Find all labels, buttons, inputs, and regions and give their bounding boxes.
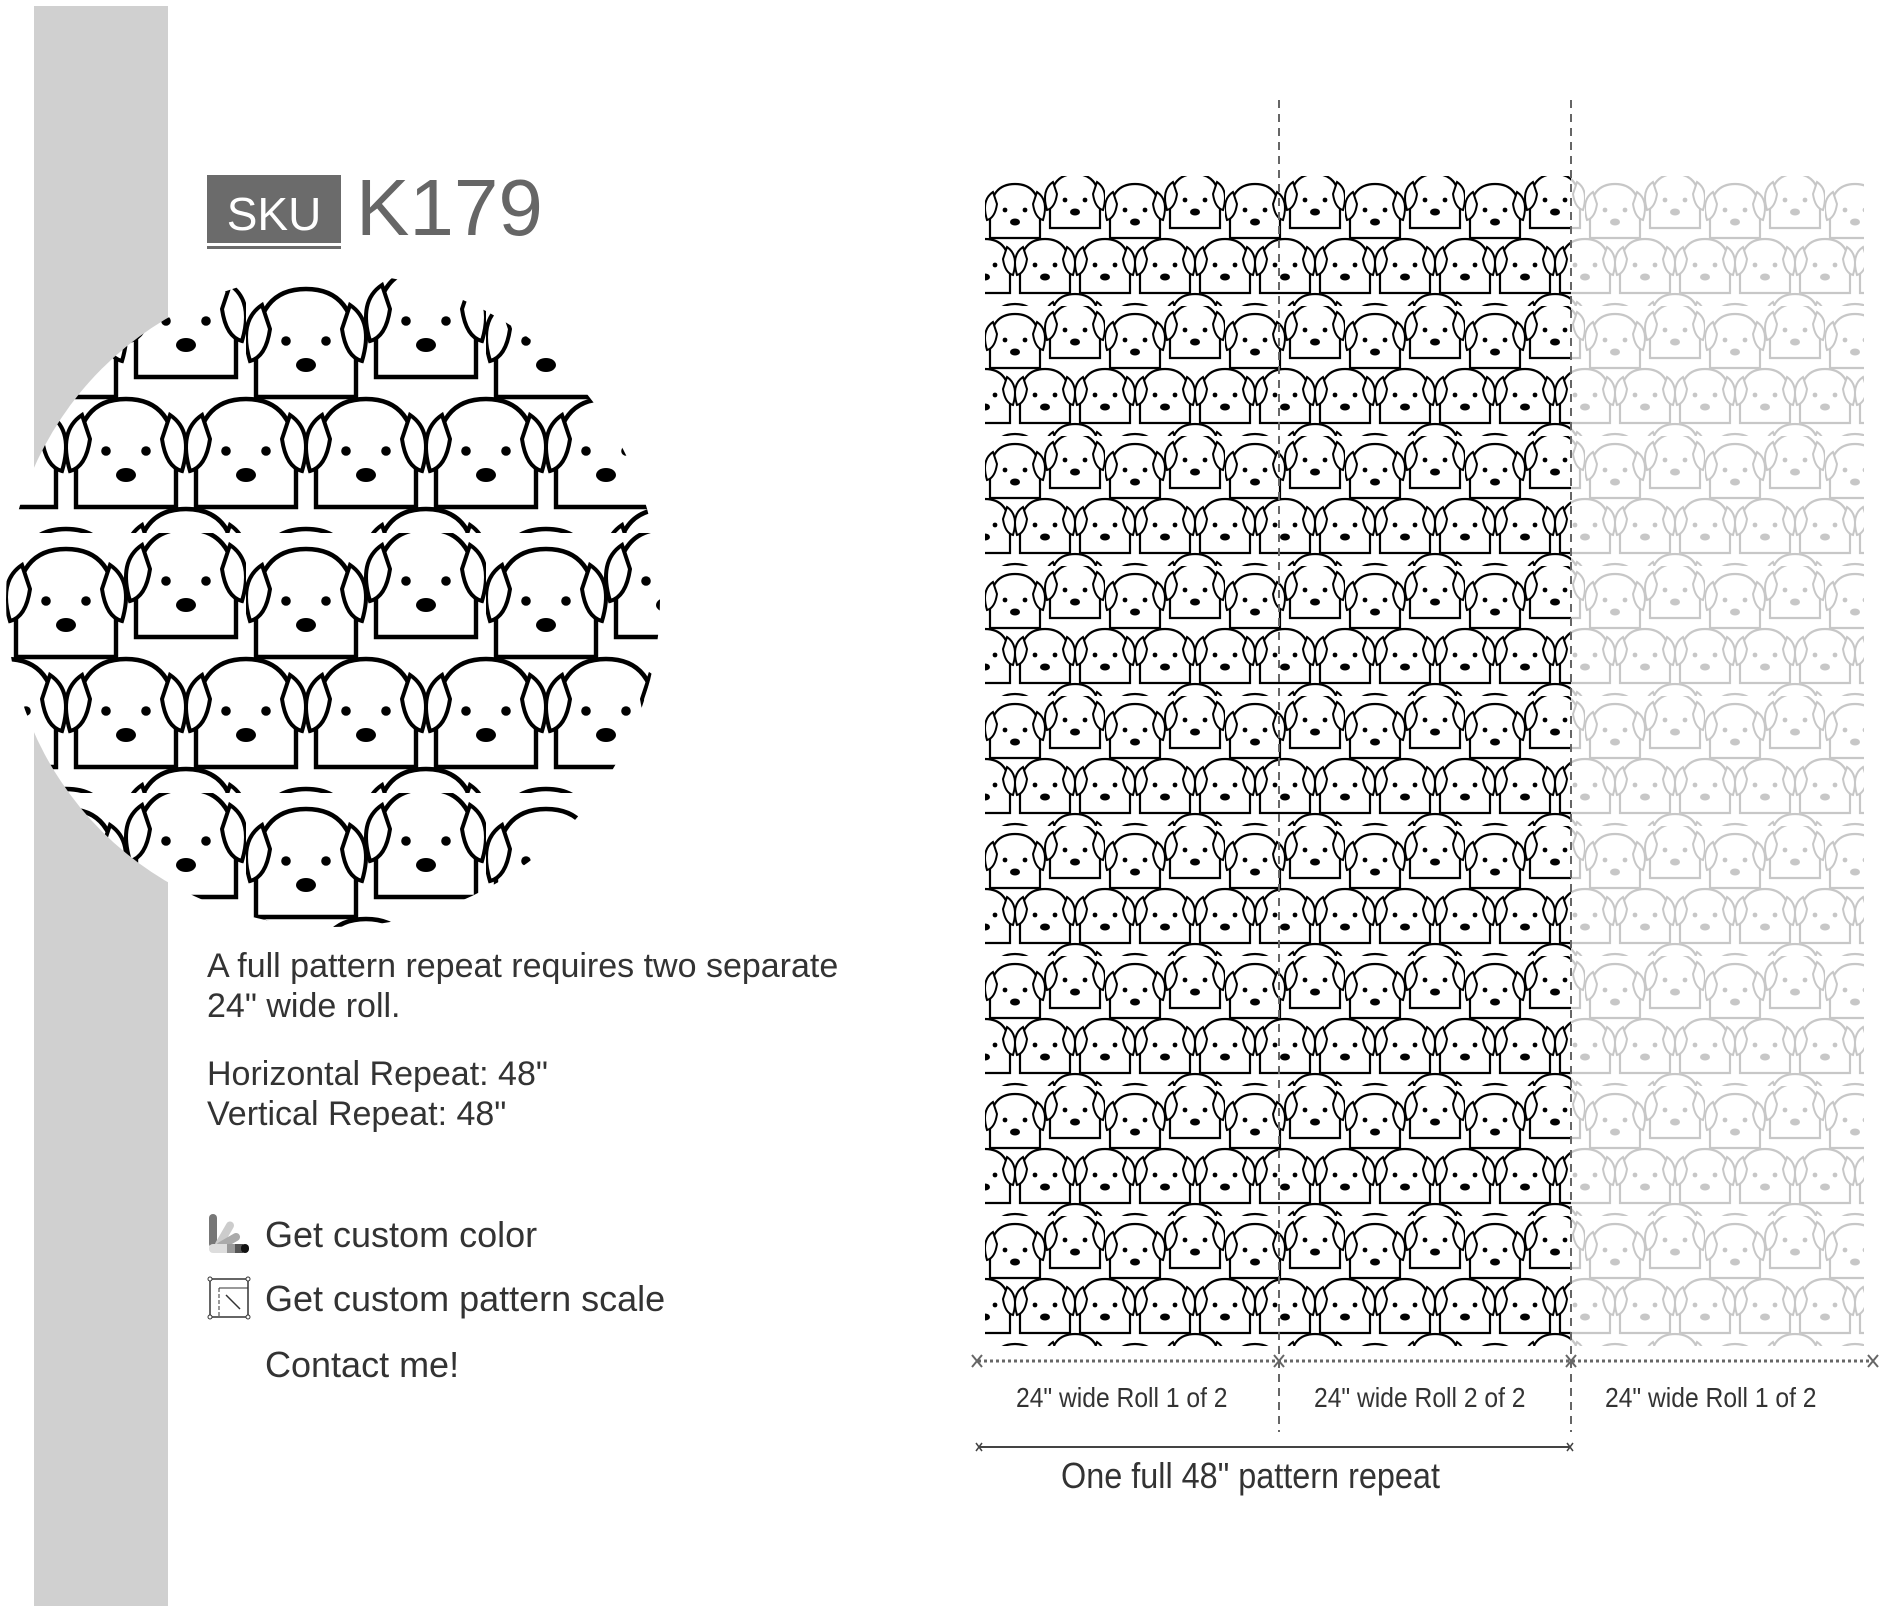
- roll-label-1: 24" wide Roll 1 of 2: [1016, 1382, 1228, 1413]
- get-custom-scale-link[interactable]: Get custom pattern scale: [265, 1278, 666, 1319]
- repeat-specs: Horizontal Repeat: 48" Vertical Repeat: …: [207, 1054, 548, 1134]
- roll-panel-1: [985, 176, 1279, 1346]
- contact-link[interactable]: Contact me!: [265, 1344, 460, 1385]
- full-repeat-label: One full 48" pattern repeat: [1061, 1455, 1440, 1496]
- repeat-note-line1: A full pattern repeat requires two separ…: [207, 947, 839, 985]
- repeat-note: A full pattern repeat requires two separ…: [207, 946, 838, 1026]
- sku-underline: [207, 246, 341, 249]
- roll-panel-2: [1279, 176, 1571, 1346]
- repeat-note-line2: 24" wide roll.: [207, 987, 401, 1025]
- color-swatch-icon: [209, 1214, 249, 1253]
- get-custom-color-link[interactable]: Get custom color: [265, 1214, 538, 1255]
- vertical-repeat: Vertical Repeat: 48": [207, 1095, 507, 1133]
- roll-label-3: 24" wide Roll 1 of 2: [1605, 1382, 1817, 1413]
- pattern-swatch-circle: [6, 273, 660, 927]
- horizontal-repeat: Horizontal Repeat: 48": [207, 1055, 548, 1093]
- sku-label: SKU: [226, 188, 322, 240]
- roll-panel-3: [1571, 176, 1864, 1346]
- sku-label-box: SKU: [207, 175, 341, 243]
- sku-code: K179: [356, 163, 543, 252]
- scale-icon: [207, 1276, 251, 1320]
- roll-label-2: 24" wide Roll 2 of 2: [1314, 1382, 1526, 1413]
- roll-panels: [985, 176, 1864, 1346]
- dimension-markers: [971, 1354, 1879, 1368]
